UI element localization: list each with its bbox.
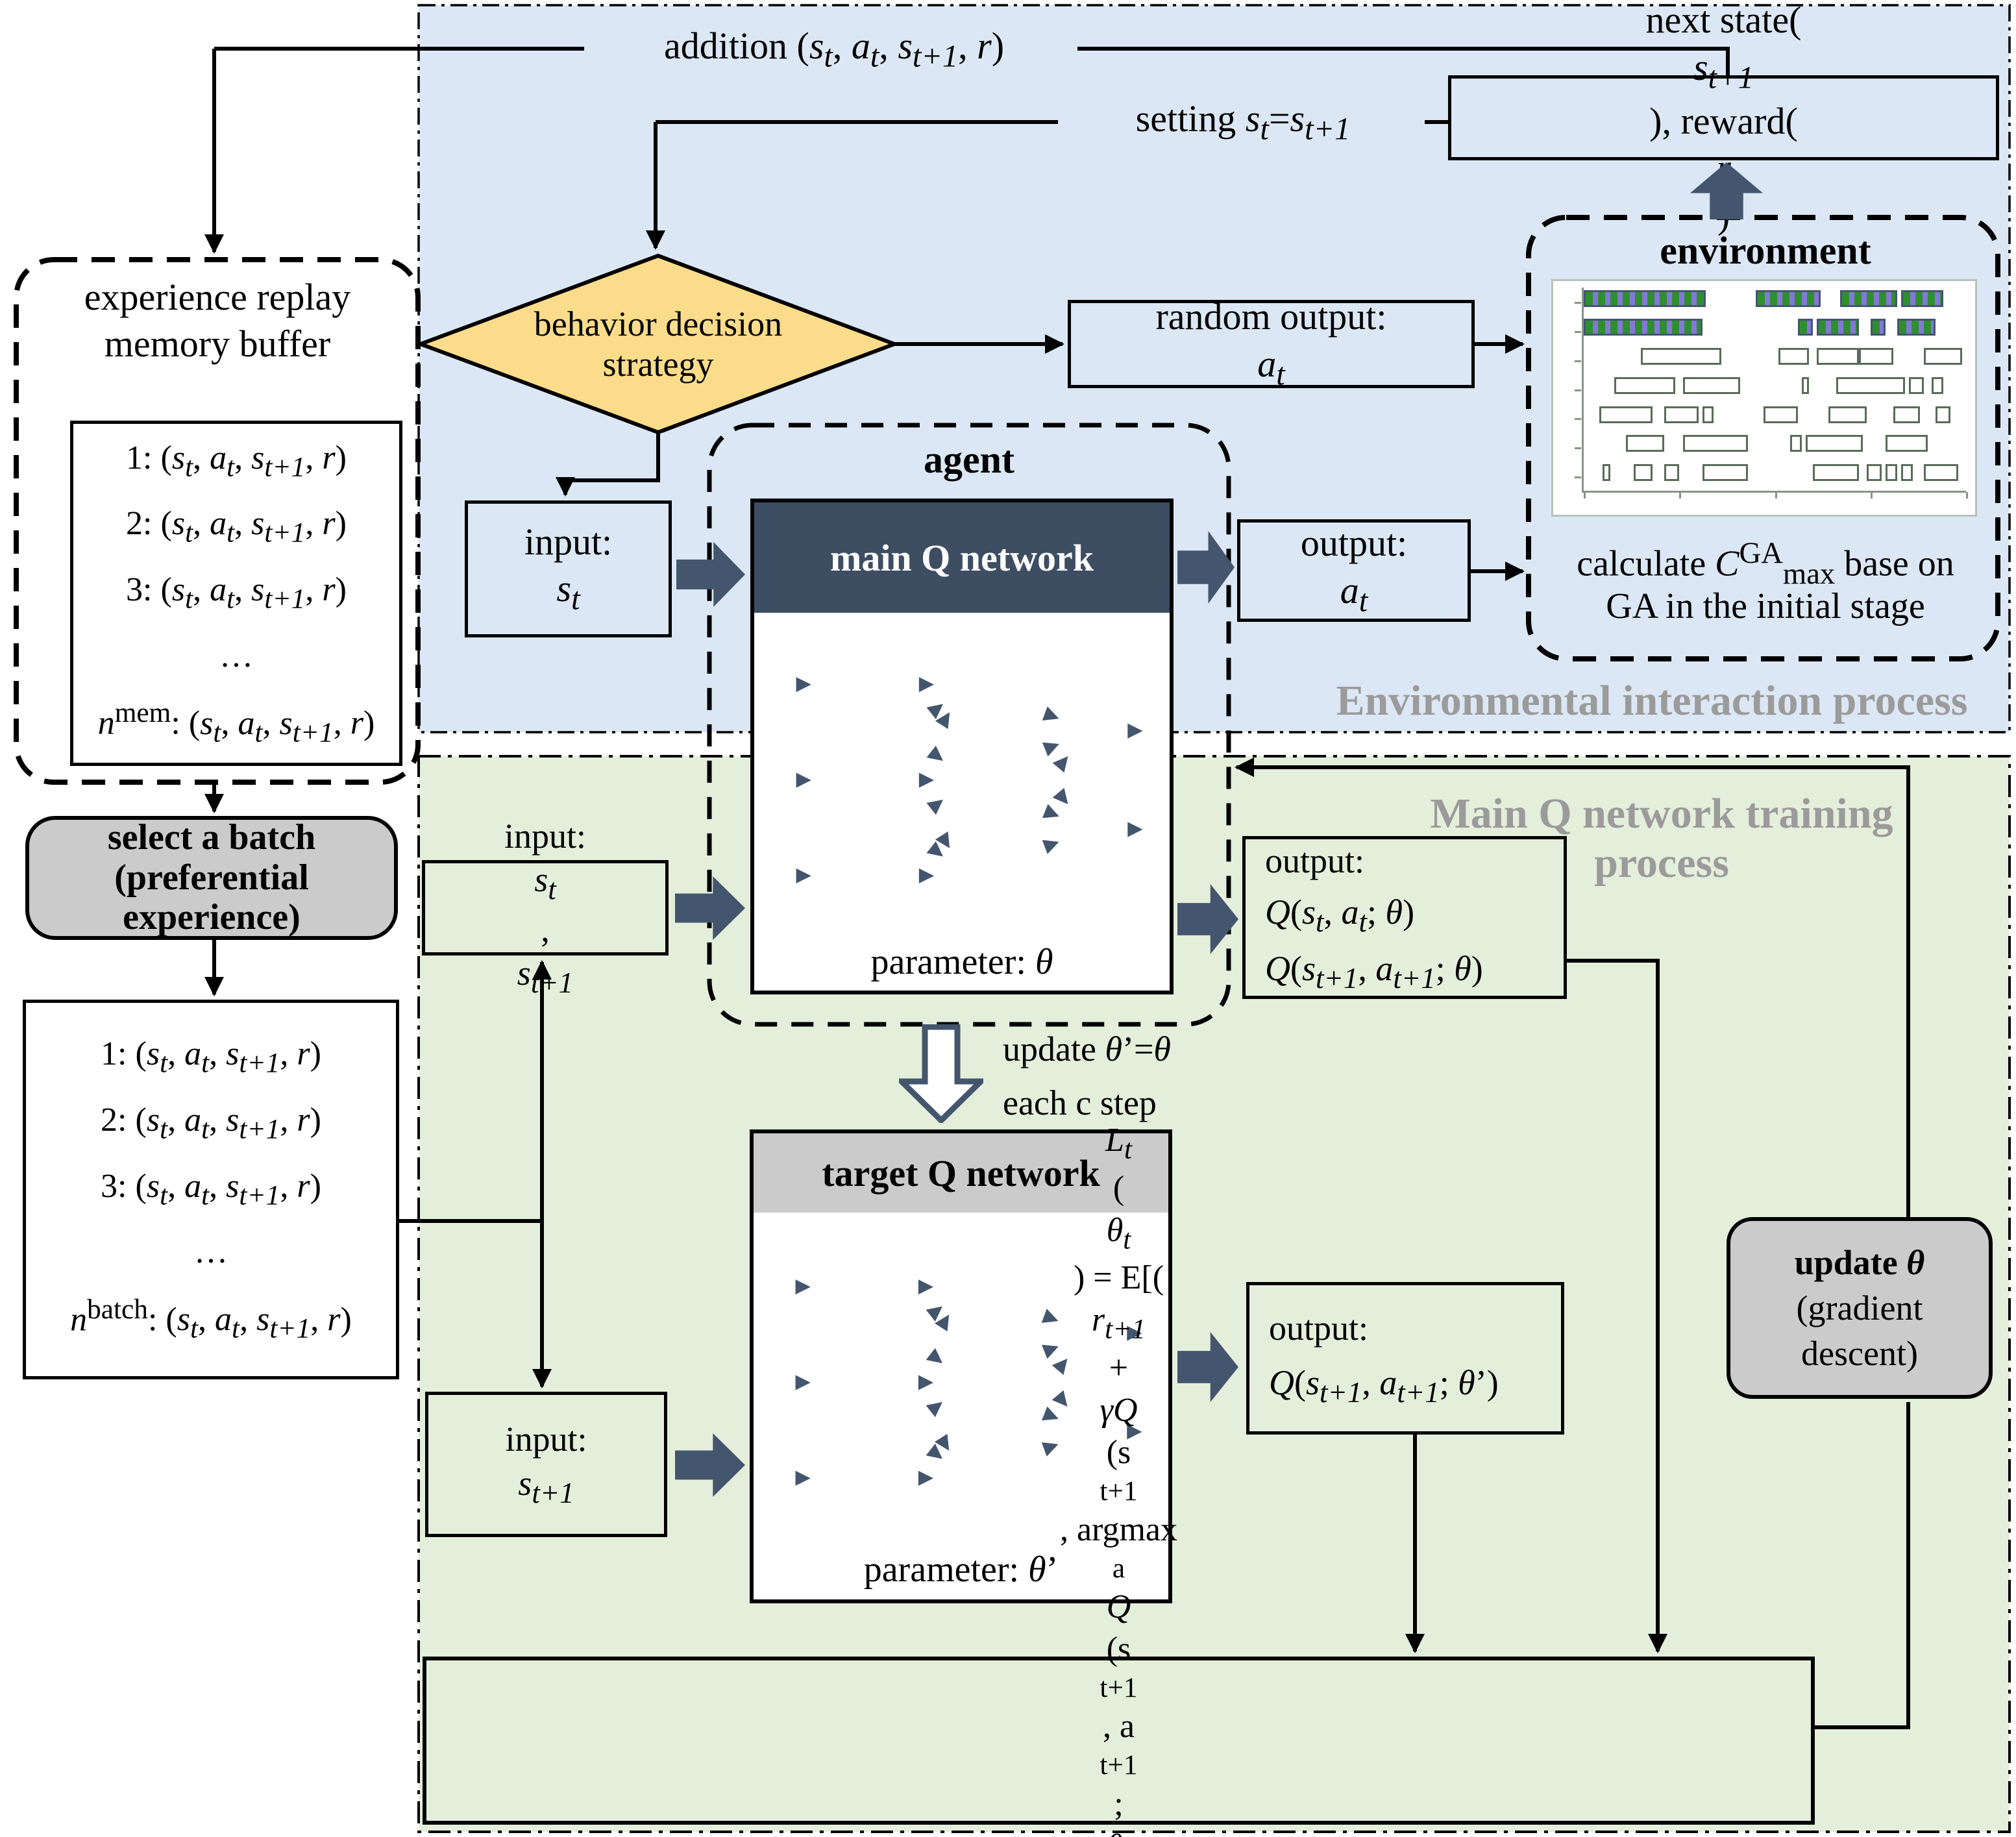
loss-function-box: Lt(θt) = E[(rt+1 + γQ(st+1, argmaxaQ(st+… <box>423 1122 1815 1837</box>
main-q-neural-network <box>763 618 1161 943</box>
batch-item: … <box>194 1233 228 1271</box>
calculate-cmax-line2: GA in the initial stage <box>1606 586 1925 626</box>
memory-title-line1: experience replay <box>84 276 351 318</box>
memory-item: 3: (st, at, st+1, r) <box>126 571 347 615</box>
target-q-output-line1: output: <box>1269 1308 1369 1348</box>
behavior-decision-label: behavior decision strategy <box>534 304 783 384</box>
main-q-output-line1: output: <box>1265 841 1365 881</box>
select-batch-line2: (preferential <box>114 857 309 898</box>
memory-item: nmem: (st, at, st+1, r) <box>97 697 375 748</box>
addition-label: addition (st, at, st+1, r) <box>663 25 1005 74</box>
input-st-st1-box: input: st, st+1 <box>422 817 669 999</box>
random-output-box: random output: at <box>1068 295 1475 391</box>
gantt-plot <box>1575 288 1968 499</box>
setting-label: setting st=st+1 <box>1135 97 1351 147</box>
update-rule-line1: update θ’=θ <box>1003 1029 1171 1068</box>
gantt-chart <box>1551 279 1977 517</box>
memory-item: 1: (st, at, st+1, r) <box>126 439 347 483</box>
update-rule-line2: each c step <box>1003 1083 1157 1122</box>
main-q-network-box: main Q network parameter: θ <box>750 499 1174 994</box>
next-state-reward-box: next state(st+1), reward(r) <box>1448 0 1999 236</box>
interaction-process-label: Environmental interaction process <box>1336 677 1968 724</box>
main-q-network-header: main Q network <box>754 502 1170 613</box>
memory-item: 2: (st, at, st+1, r) <box>126 505 347 549</box>
select-batch-box: select a batch (preferential experience) <box>25 816 398 940</box>
memory-buffer-outline <box>14 257 421 785</box>
environment-outline <box>1526 215 2000 661</box>
agent-outline <box>707 423 1231 1027</box>
memory-list: 1: (st, at, st+1, r) 2: (st, at, st+1, r… <box>70 421 402 766</box>
target-q-output-line2: Q(st+1, at+1; θ’) <box>1269 1362 1499 1409</box>
input-st1-box: input: st+1 <box>425 1392 667 1537</box>
batch-item: 2: (st, at, st+1, r) <box>101 1101 321 1145</box>
memory-item: … <box>219 637 253 674</box>
batch-item: 1: (st, at, st+1, r) <box>101 1035 321 1079</box>
target-q-parameter-label: parameter: θ’ <box>863 1549 1059 1590</box>
input-st-box: input: st <box>465 500 672 637</box>
main-q-output-box: output: Q(st, at; θ) Q(st+1, at+1; θ) <box>1242 836 1567 999</box>
environment-title: environment <box>1660 229 1871 272</box>
update-theta-line3: descent) <box>1801 1334 1918 1374</box>
memory-title-line2: memory buffer <box>104 323 331 365</box>
calculate-cmax-line1: calculate CGAmax base on <box>1577 536 1954 591</box>
update-theta-line1: update θ <box>1794 1242 1925 1282</box>
agent-title: agent <box>924 438 1014 481</box>
main-q-output-line3: Q(st+1, at+1; θ) <box>1265 948 1483 994</box>
batch-list: 1: (st, at, st+1, r) 2: (st, at, st+1, r… <box>23 1000 399 1379</box>
main-q-parameter-label: parameter: θ <box>870 942 1053 982</box>
behavior-decision-diamond <box>415 253 900 435</box>
target-q-output-box: output: Q(st+1, at+1; θ’) <box>1246 1282 1564 1435</box>
update-theta-line2: (gradient <box>1796 1288 1923 1327</box>
training-process-label: Main Q network training process <box>1430 790 1893 887</box>
copy-weights-arrow <box>899 1024 983 1123</box>
select-batch-line1: select a batch <box>107 817 316 858</box>
select-batch-line3: experience) <box>123 897 301 938</box>
update-theta-box: update θ (gradient descent) <box>1727 1217 1993 1399</box>
main-q-output-line2: Q(st, at; θ) <box>1265 892 1415 938</box>
target-q-network-box: target Q network parameter: θ’ <box>750 1129 1172 1603</box>
output-at-box: output: at <box>1237 519 1471 622</box>
batch-item: nbatch: (st, at, st+1, r) <box>70 1293 352 1344</box>
batch-item: 3: (st, at, st+1, r) <box>101 1167 321 1211</box>
target-q-network-header: target Q network <box>754 1133 1168 1213</box>
